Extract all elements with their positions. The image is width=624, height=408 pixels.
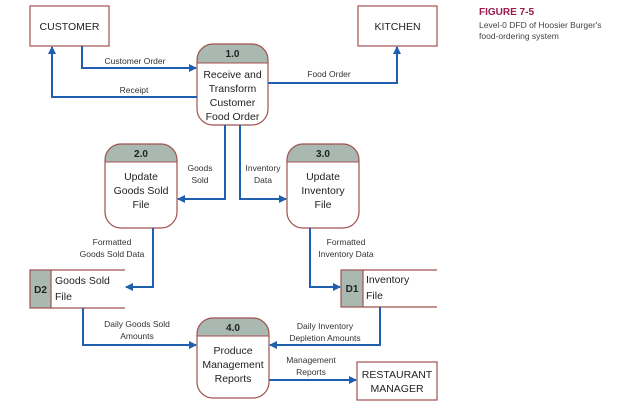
store-id: D1 <box>346 284 359 295</box>
process-label: Management <box>202 359 263 371</box>
caption-line: Level-0 DFD of Hoosier Burger's <box>479 20 602 30</box>
flow-customer-order <box>81 46 197 72</box>
flow-formatted-goods-sold-data <box>125 228 154 291</box>
flow-label: Goods Sold Data <box>80 249 145 259</box>
flow-formatted-inventory-data <box>309 228 341 291</box>
flow-label: Sold <box>191 175 208 185</box>
flow-label: Daily Inventory <box>297 321 354 331</box>
caption-title: FIGURE 7-5 <box>479 7 534 18</box>
flow-label: Formatted <box>327 237 366 247</box>
figure-caption: FIGURE 7-5 Level-0 DFD of Hoosier Burger… <box>479 7 602 41</box>
process-label: Produce <box>213 345 252 357</box>
process-label: File <box>315 199 332 211</box>
process-label: Receive and <box>203 69 262 81</box>
process-4: 4.0 Produce Management Reports <box>196 317 270 399</box>
flow-label: Customer Order <box>105 56 166 66</box>
entity-label: MANAGER <box>370 383 424 395</box>
flow-food-order <box>268 46 401 84</box>
process-label: Customer <box>210 97 256 109</box>
process-number: 4.0 <box>226 323 240 334</box>
entity-label: RESTAURANT <box>362 369 433 381</box>
data-store-d2: D2 Goods Sold File <box>29 269 125 309</box>
process-label: Transform <box>209 83 257 95</box>
flow-label: Amounts <box>120 331 154 341</box>
flow-label: Data <box>254 175 272 185</box>
flow-label: Daily Goods Sold <box>104 319 170 329</box>
store-label: File <box>366 290 383 302</box>
process-2: 2.0 Update Goods Sold File <box>104 143 178 229</box>
flow-label: Inventory <box>246 163 282 173</box>
flow-label: Reports <box>296 367 326 377</box>
process-number: 1.0 <box>226 49 240 60</box>
flow-label: Formatted <box>93 237 132 247</box>
process-label: Goods Sold <box>114 185 169 197</box>
data-store-d1: D1 Inventory File <box>340 269 437 308</box>
flow-daily-goods-sold <box>82 308 197 349</box>
store-label: Inventory <box>366 274 410 286</box>
flow-label: Goods <box>187 163 212 173</box>
caption-line: food-ordering system <box>479 31 559 41</box>
flow-label: Food Order <box>307 69 351 79</box>
entity-restaurant-manager: RESTAURANT MANAGER <box>356 361 438 401</box>
store-id: D2 <box>34 285 47 296</box>
process-3: 3.0 Update Inventory File <box>286 143 360 229</box>
process-number: 2.0 <box>134 149 148 160</box>
flow-label: Management <box>286 355 336 365</box>
process-label: Update <box>124 171 158 183</box>
entity-customer: CUSTOMER <box>29 5 110 47</box>
process-number: 3.0 <box>316 149 330 160</box>
process-label: Update <box>306 171 340 183</box>
process-1: 1.0 Receive and Transform Customer Food … <box>196 43 269 126</box>
process-label: Inventory <box>301 185 345 197</box>
flow-daily-inventory-depletion <box>269 307 381 349</box>
process-label: Food Order <box>206 111 260 123</box>
entity-label: KITCHEN <box>374 21 420 33</box>
flow-receipt <box>48 46 197 98</box>
flow-goods-sold <box>177 125 226 203</box>
store-label: Goods Sold <box>55 275 110 287</box>
process-label: File <box>133 199 150 211</box>
flow-label: Inventory Data <box>318 249 374 259</box>
flow-inventory-data <box>239 125 287 203</box>
store-label: File <box>55 291 72 303</box>
flow-label: Receipt <box>120 85 149 95</box>
flow-label: Depletion Amounts <box>289 333 360 343</box>
process-label: Reports <box>215 373 252 385</box>
entity-label: CUSTOMER <box>40 21 100 33</box>
entity-kitchen: KITCHEN <box>357 5 438 47</box>
